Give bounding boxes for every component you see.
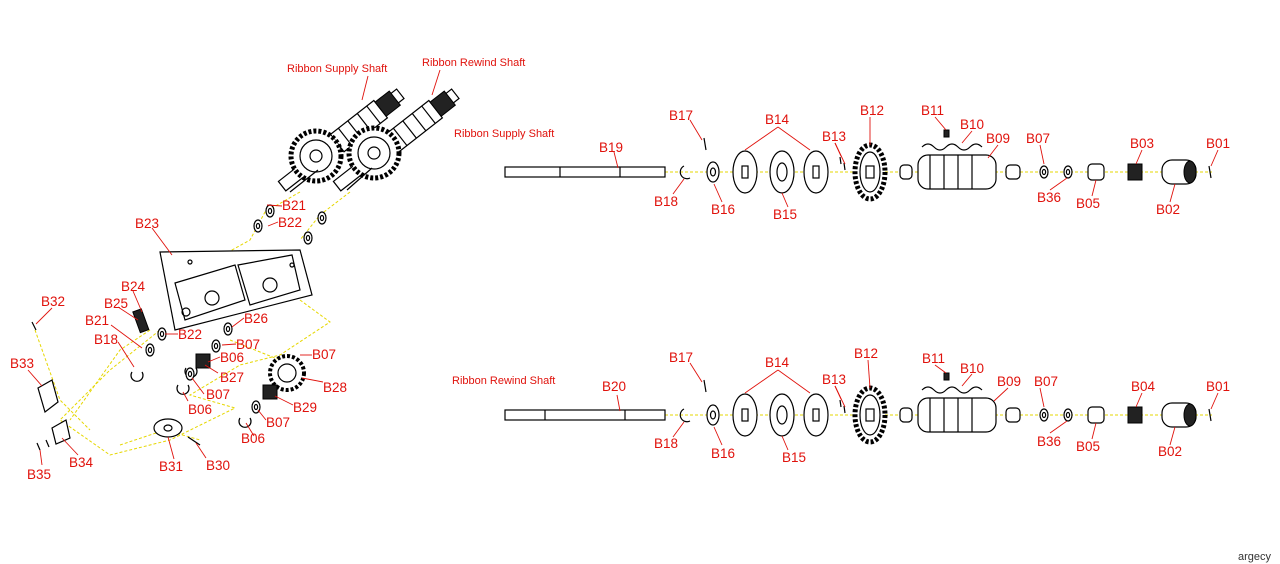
label-b31: B31 xyxy=(159,459,183,474)
label-b06a: B06 xyxy=(220,350,244,365)
rewind-label-b12: B12 xyxy=(854,346,878,361)
supply-label-b18: B18 xyxy=(654,194,678,209)
label-b35: B35 xyxy=(27,467,51,482)
rewind-label-b11: B11 xyxy=(922,351,945,366)
label-b22b: B22 xyxy=(178,327,202,342)
title-ribbon-supply-shaft-row: Ribbon Supply Shaft xyxy=(454,128,554,140)
supply-label-b01: B01 xyxy=(1206,136,1230,151)
title-ribbon-rewind-shaft-row: Ribbon Rewind Shaft xyxy=(452,375,555,387)
label-b25: B25 xyxy=(104,296,128,311)
label-b29: B29 xyxy=(293,400,317,415)
supply-label-b12: B12 xyxy=(860,103,884,118)
label-b34: B34 xyxy=(69,455,94,470)
label-b07c: B07 xyxy=(312,347,336,362)
supply-label-b19: B19 xyxy=(599,140,623,155)
rewind-label-b10: B10 xyxy=(960,361,984,376)
rewind-label-b15: B15 xyxy=(782,450,806,465)
label-b28: B28 xyxy=(323,380,347,395)
rewind-label-b05: B05 xyxy=(1076,439,1100,454)
left-assembly-drawing xyxy=(31,88,460,456)
supply-label-b03: B03 xyxy=(1130,136,1154,151)
rewind-label-b13: B13 xyxy=(822,372,846,387)
label-b07d: B07 xyxy=(266,415,290,430)
title-ribbon-supply-shaft-top: Ribbon Supply Shaft xyxy=(287,63,387,75)
rewind-label-b09: B09 xyxy=(997,374,1021,389)
label-b27: B27 xyxy=(220,370,244,385)
supply-label-b10: B10 xyxy=(960,117,984,132)
rewind-label-b17: B17 xyxy=(669,350,693,365)
rewind-label-b18: B18 xyxy=(654,436,678,451)
rewind-label-b01: B01 xyxy=(1206,379,1230,394)
rewind-label-b20: B20 xyxy=(602,379,626,394)
label-b07b: B07 xyxy=(206,387,230,402)
rewind-label-b36: B36 xyxy=(1037,434,1061,449)
label-b06b: B06 xyxy=(188,402,212,417)
supply-label-b16: B16 xyxy=(711,202,735,217)
supply-label-b14: B14 xyxy=(765,112,790,127)
label-b22a: B22 xyxy=(278,215,302,230)
label-b07a: B07 xyxy=(236,337,260,352)
rewind-label-b14: B14 xyxy=(765,355,790,370)
rewind-label-b04: B04 xyxy=(1131,379,1156,394)
label-b33: B33 xyxy=(10,356,34,371)
label-b18: B18 xyxy=(94,332,118,347)
supply-label-b02: B02 xyxy=(1156,202,1180,217)
label-b24: B24 xyxy=(121,279,146,294)
supply-label-b13: B13 xyxy=(822,129,846,144)
label-b23: B23 xyxy=(135,216,159,231)
rewind-label-b16: B16 xyxy=(711,446,735,461)
supply-label-b05: B05 xyxy=(1076,196,1100,211)
label-b21b: B21 xyxy=(85,313,109,328)
title-ribbon-rewind-shaft-top: Ribbon Rewind Shaft xyxy=(422,57,525,69)
supply-label-b36: B36 xyxy=(1037,190,1061,205)
watermark-text: argecy xyxy=(1238,551,1272,563)
rewind-shaft-row-drawing xyxy=(504,372,1212,445)
label-b32: B32 xyxy=(41,294,65,309)
label-b26: B26 xyxy=(244,311,268,326)
supply-label-b09: B09 xyxy=(986,131,1010,146)
supply-label-b07: B07 xyxy=(1026,131,1050,146)
supply-label-b17: B17 xyxy=(669,108,693,123)
rewind-label-b02: B02 xyxy=(1158,444,1182,459)
label-b06c: B06 xyxy=(241,431,265,446)
label-b30: B30 xyxy=(206,458,230,473)
supply-label-b11: B11 xyxy=(921,103,944,118)
label-b21a: B21 xyxy=(282,198,306,213)
rewind-label-b07: B07 xyxy=(1034,374,1058,389)
supply-shaft-row-drawing xyxy=(504,129,1212,202)
supply-label-b15: B15 xyxy=(773,207,797,222)
